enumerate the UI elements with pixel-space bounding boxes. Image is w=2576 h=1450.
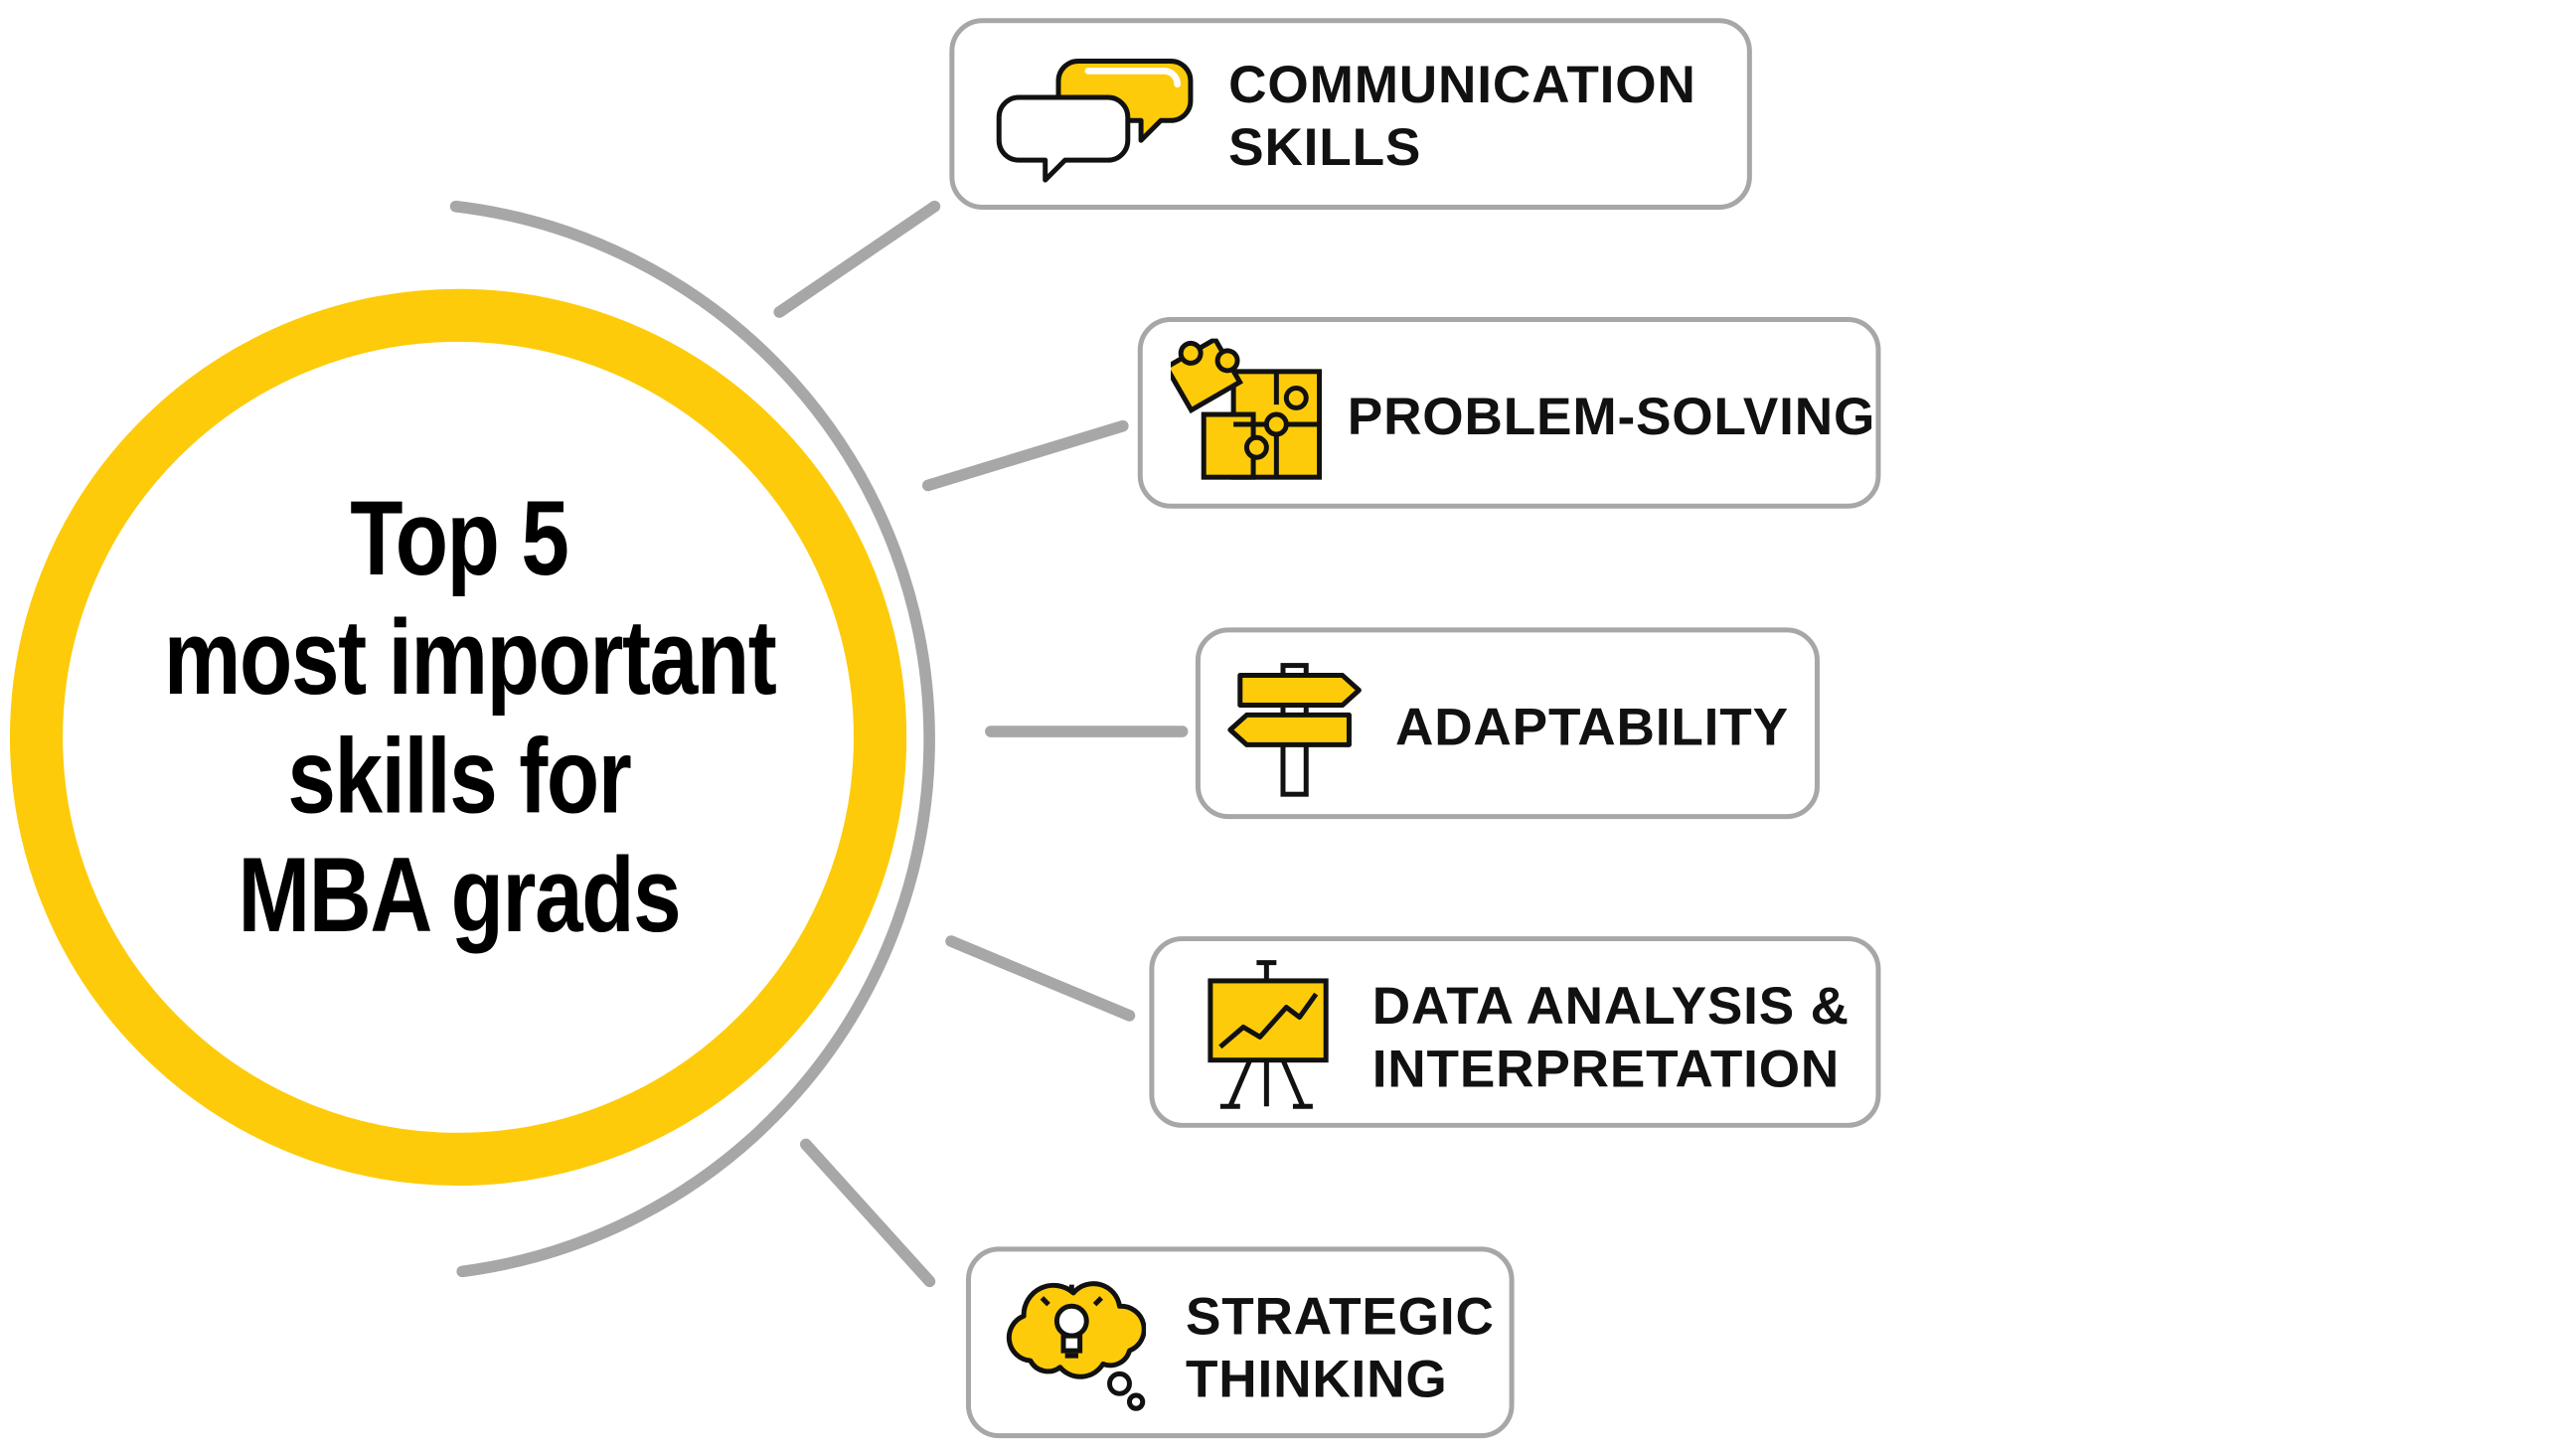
- puzzle-pieces-icon: [1171, 338, 1323, 480]
- skill-card-adaptability: ADAPTABILITY: [1195, 627, 1820, 820]
- skill-label: STRATEGIC THINKING: [1185, 1286, 1495, 1409]
- connector-data-analysis: [945, 935, 1136, 1022]
- title-line: MBA grads: [238, 835, 682, 955]
- title-line: skills for: [287, 717, 631, 836]
- outer-arc: [449, 200, 935, 1278]
- skill-card-data-analysis: DATA ANALYSIS & INTERPRETATION: [1149, 936, 1881, 1128]
- title-line: most important: [163, 597, 777, 718]
- signpost-icon: [1227, 663, 1362, 797]
- connector-strategic-thinking: [799, 1138, 936, 1288]
- skill-label: ADAPTABILITY: [1394, 697, 1789, 756]
- connector-problem-solving: [921, 419, 1129, 492]
- skill-label: COMMUNICATION SKILLS: [1228, 54, 1696, 177]
- center-title: Top 5 most important skills for MBA grad…: [163, 478, 777, 955]
- skill-label: PROBLEM-SOLVING: [1347, 386, 1876, 446]
- skill-card-problem-solving: PROBLEM-SOLVING: [1137, 317, 1881, 509]
- skill-card-communication: COMMUNICATION SKILLS: [949, 18, 1752, 211]
- skill-label: DATA ANALYSIS & INTERPRETATION: [1371, 975, 1850, 1098]
- speech-bubbles-icon: [996, 58, 1194, 183]
- chart-easel-icon: [1208, 960, 1329, 1109]
- skill-card-strategic-thinking: STRATEGIC THINKING: [965, 1246, 1515, 1439]
- title-line: Top 5: [350, 478, 569, 598]
- connector-communication: [773, 200, 941, 318]
- lightbulb-cloud-icon: [1006, 1281, 1147, 1411]
